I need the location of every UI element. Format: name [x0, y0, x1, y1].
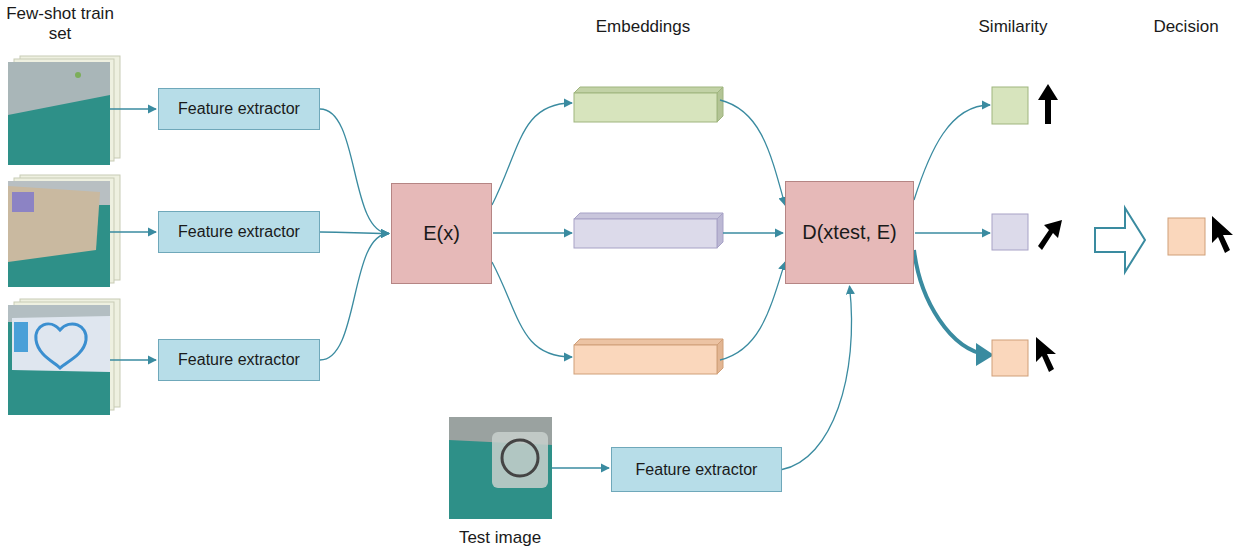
photo-stack — [8, 56, 120, 165]
column-heading: Decision — [1136, 17, 1236, 37]
decision-arrow — [1095, 208, 1145, 272]
photo-stack — [8, 299, 120, 415]
photo-stack — [8, 175, 120, 287]
diagonal-arrow-icon — [1038, 220, 1062, 250]
embedding-function-box: E(x) — [391, 183, 492, 284]
input-arrow — [110, 359, 156, 360]
test-photo — [449, 417, 552, 519]
image-caption: Test image — [440, 528, 560, 548]
column-heading: Few-shot train set — [5, 4, 115, 45]
connector — [320, 232, 389, 234]
node-text: Feature extractor — [636, 461, 758, 479]
input-arrow — [110, 108, 156, 109]
chosen-arrow-head — [976, 343, 994, 366]
similarity-square — [992, 340, 1028, 376]
decision-square — [1168, 218, 1205, 255]
up-arrow-icon — [1038, 84, 1058, 124]
feature-extractor-box: Feature extractor — [158, 339, 320, 381]
embedding-bar — [574, 213, 723, 248]
embedding-bar — [574, 339, 723, 374]
input-arrow — [552, 467, 609, 468]
node-text: D(xtest, E) — [802, 221, 896, 244]
input-arrow — [110, 231, 156, 232]
embedding-bar — [574, 87, 723, 122]
connector — [320, 109, 389, 234]
similarity-square — [992, 87, 1028, 124]
chosen-arrow — [914, 250, 988, 355]
column-heading: Embeddings — [573, 17, 713, 37]
feature-extractor-box: Feature extractor — [158, 88, 320, 130]
embedding-wires — [492, 100, 990, 360]
distance-function-box: D(xtest, E) — [785, 181, 914, 284]
node-text: Feature extractor — [178, 351, 300, 369]
connector — [782, 286, 852, 470]
node-text: E(x) — [423, 222, 460, 245]
cursor-icon — [1036, 337, 1056, 372]
similarity-square — [992, 214, 1028, 250]
connector — [320, 234, 389, 361]
node-text: Feature extractor — [178, 100, 300, 118]
column-heading: Similarity — [958, 17, 1068, 37]
cursor-icon — [1212, 216, 1233, 253]
feature-extractor-box: Feature extractor — [158, 211, 320, 253]
node-text: Feature extractor — [178, 223, 300, 241]
feature-extractor-box: Feature extractor — [611, 447, 782, 492]
